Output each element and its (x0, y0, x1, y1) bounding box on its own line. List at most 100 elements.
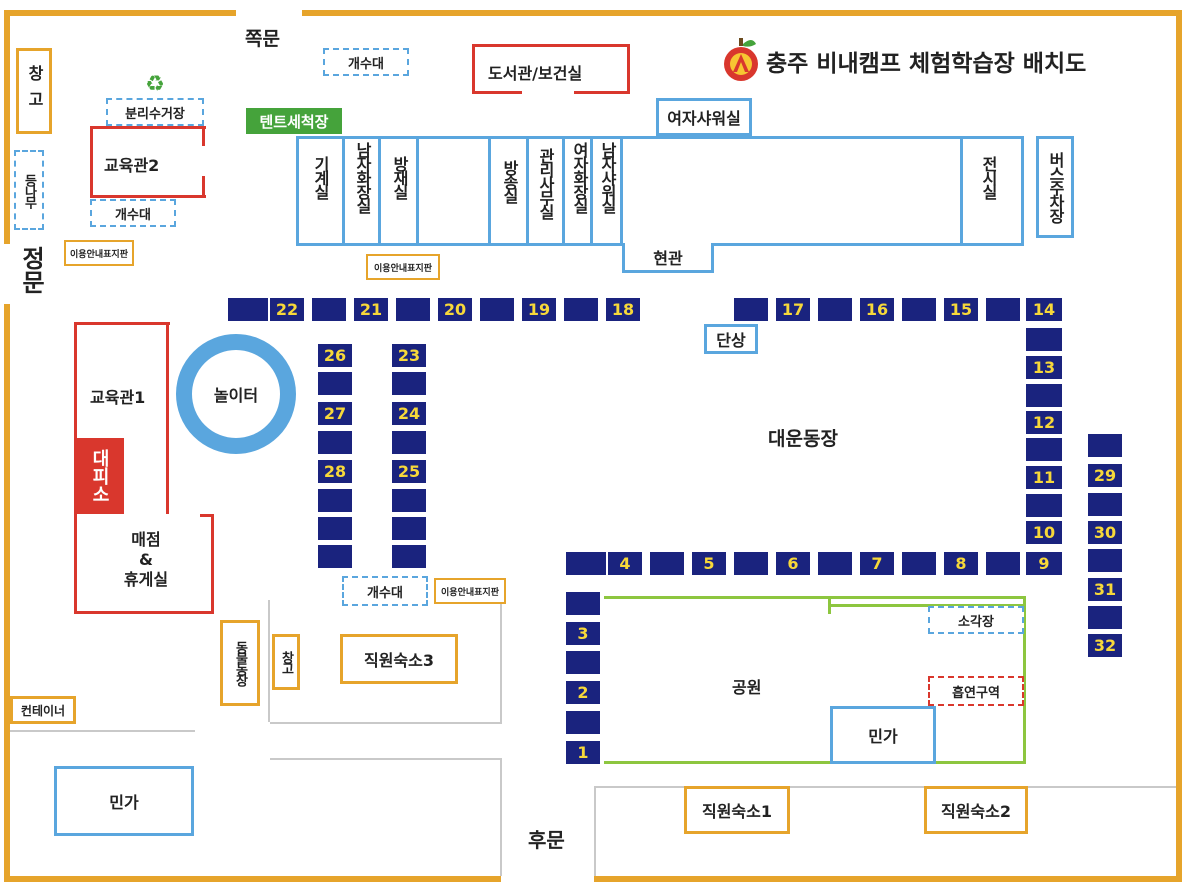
campsite-7[interactable]: 7 (860, 552, 894, 575)
storage-bottom: 창고 (272, 634, 300, 690)
campsite-23[interactable]: 23 (392, 344, 426, 367)
campsite-26[interactable]: 26 (318, 344, 352, 367)
edu-building-1 (74, 322, 170, 514)
library-health-room (472, 44, 630, 94)
campsite-14[interactable]: 14 (1026, 298, 1062, 321)
campsite-blank[interactable] (318, 431, 352, 454)
campsite-blank[interactable] (734, 298, 768, 321)
sink-top: 개수대 (323, 48, 409, 76)
campsite-blank[interactable] (392, 372, 426, 395)
campsite-24[interactable]: 24 (392, 402, 426, 425)
campsite-blank[interactable] (1026, 494, 1062, 517)
campsite-blank[interactable] (1088, 493, 1122, 516)
campsite-blank[interactable] (818, 552, 852, 575)
campsite-blank[interactable] (392, 545, 426, 568)
info-sign-mid: 이용안내표지판 (366, 254, 440, 280)
campsite-blank[interactable] (902, 552, 936, 575)
campsite-blank[interactable] (1026, 328, 1062, 351)
title-logo (722, 38, 760, 82)
library-bottom-left (472, 91, 522, 94)
campsite-8[interactable]: 8 (944, 552, 978, 575)
campsite-27[interactable]: 27 (318, 402, 352, 425)
campsite-blank[interactable] (566, 651, 600, 674)
perimeter-wall-bottom-right (594, 876, 1182, 882)
campsite-blank[interactable] (566, 552, 606, 575)
campsite-9[interactable]: 9 (1026, 552, 1062, 575)
campsite-blank[interactable] (902, 298, 936, 321)
campsite-blank[interactable] (392, 517, 426, 540)
campsite-blank[interactable] (564, 298, 598, 321)
campsite-blank[interactable] (818, 298, 852, 321)
campsite-4[interactable]: 4 (608, 552, 642, 575)
campsite-blank[interactable] (566, 711, 600, 734)
perimeter-wall-left-upper (4, 10, 10, 244)
campsite-19[interactable]: 19 (522, 298, 556, 321)
campsite-13[interactable]: 13 (1026, 356, 1062, 379)
campsite-10[interactable]: 10 (1026, 521, 1062, 544)
main-building-divider-5 (526, 136, 529, 246)
edu-building-1-label: 교육관1 (90, 388, 146, 407)
campsite-blank[interactable] (318, 545, 352, 568)
main-gate-label: 정문 (17, 246, 45, 294)
campsite-5[interactable]: 5 (692, 552, 726, 575)
campsite-15[interactable]: 15 (944, 298, 978, 321)
main-building-divider-3 (416, 136, 419, 246)
campsite-25[interactable]: 25 (392, 460, 426, 483)
campsite-blank[interactable] (1088, 434, 1122, 457)
exhibition-room: 전시실 (979, 156, 998, 198)
campsite-blank[interactable] (1088, 606, 1122, 629)
campsite-2[interactable]: 2 (566, 681, 600, 704)
campsite-31[interactable]: 31 (1088, 578, 1122, 601)
entrance: 현관 (622, 243, 714, 273)
library-label: 도서관/보건실 (488, 64, 583, 83)
campsite-18[interactable]: 18 (606, 298, 640, 321)
campsite-blank[interactable] (1088, 549, 1122, 572)
campsite-blank[interactable] (396, 298, 430, 321)
playground: 놀이터 (176, 334, 296, 454)
men-shower: 남자샤워실 (598, 142, 617, 212)
campsite-28[interactable]: 28 (318, 460, 352, 483)
machine-room: 기계실 (311, 156, 330, 198)
campsite-blank[interactable] (228, 298, 268, 321)
campsite-3[interactable]: 3 (566, 622, 600, 645)
campsite-blank[interactable] (392, 489, 426, 512)
campsite-1[interactable]: 1 (566, 741, 600, 764)
campsite-30[interactable]: 30 (1088, 521, 1122, 544)
campsite-blank[interactable] (986, 552, 1020, 575)
broadcast-room: 방송실 (500, 160, 519, 202)
campsite-blank[interactable] (650, 552, 684, 575)
campsite-blank[interactable] (986, 298, 1020, 321)
campsite-6[interactable]: 6 (776, 552, 810, 575)
campsite-blank[interactable] (1026, 384, 1062, 407)
campsite-16[interactable]: 16 (860, 298, 894, 321)
back-gate-label: 후문 (528, 828, 565, 852)
campsite-11[interactable]: 11 (1026, 466, 1062, 489)
campsite-blank[interactable] (480, 298, 514, 321)
campsite-29[interactable]: 29 (1088, 464, 1122, 487)
campsite-blank[interactable] (1026, 438, 1062, 461)
campsite-blank[interactable] (734, 552, 768, 575)
campsite-32[interactable]: 32 (1088, 634, 1122, 657)
road-line-left-shelf (268, 600, 270, 722)
campsite-blank[interactable] (318, 489, 352, 512)
park-label: 공원 (732, 678, 762, 697)
campsite-blank[interactable] (566, 592, 600, 615)
edu-building-2-right-top (202, 126, 205, 146)
campsite-blank[interactable] (312, 298, 346, 321)
park-notch-line (828, 604, 1026, 607)
campsite-blank[interactable] (392, 431, 426, 454)
campsite-12[interactable]: 12 (1026, 411, 1062, 434)
main-building-divider-2 (378, 136, 381, 246)
edu-building-2-right-bottom (202, 176, 205, 198)
shelter: 대피소 (74, 438, 124, 514)
tent-wash-area: 텐트세척장 (246, 108, 342, 134)
campsite-17[interactable]: 17 (776, 298, 810, 321)
campsite-20[interactable]: 20 (438, 298, 472, 321)
edu-building-2 (90, 126, 206, 198)
campsite-blank[interactable] (318, 517, 352, 540)
campsite-blank[interactable] (318, 372, 352, 395)
campsite-22[interactable]: 22 (270, 298, 304, 321)
road-line-mid-b (500, 600, 502, 724)
campsite-21[interactable]: 21 (354, 298, 388, 321)
main-sports-field: 대운동장 (768, 428, 838, 450)
